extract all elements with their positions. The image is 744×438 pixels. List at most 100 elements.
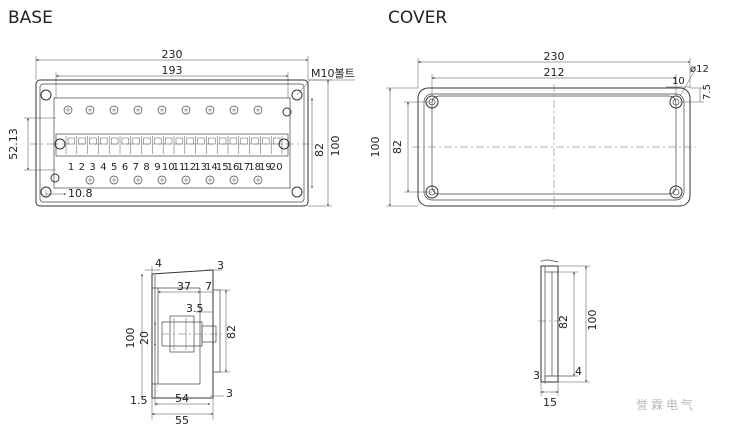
watermark: 誉霖电气: [636, 397, 696, 412]
base-boss-right: [282, 107, 292, 117]
screw-bottom: [253, 175, 263, 185]
terminal-number: 8: [143, 162, 149, 173]
terminal-number: 11: [173, 162, 186, 173]
terminal-number: 6: [122, 162, 128, 173]
terminal-cell: [164, 137, 173, 145]
screw-top: [181, 105, 191, 115]
cover-side-dim-100: 100: [586, 310, 599, 331]
screw-bottom: [157, 175, 167, 185]
base-side-dim-3-5: 3.5: [186, 302, 204, 315]
terminal-cell: [262, 137, 270, 145]
base-top-screw-row: [63, 105, 263, 115]
screw-top: [133, 105, 143, 115]
cover-side-body: [540, 265, 559, 383]
screw-bottom: [85, 175, 95, 185]
terminal-cell: [121, 137, 130, 145]
terminal-number: 4: [100, 162, 106, 173]
terminal-number: 18: [248, 162, 261, 173]
terminal-number: 14: [205, 162, 218, 173]
base-corner-holes: [40, 89, 303, 198]
terminal-cell: [67, 137, 76, 145]
terminal-cell: [197, 137, 205, 145]
base-offset-v-label: 52.13: [7, 128, 20, 160]
base-width-label: 230: [162, 48, 183, 61]
cover-side-view: 82 100 3 4 15: [533, 259, 599, 409]
screw-bottom: [205, 175, 215, 185]
terminal-number: 1: [68, 162, 74, 173]
base-cavity: [53, 97, 291, 189]
base-side-dim-37: 37: [177, 280, 191, 293]
terminal-cell: [208, 137, 216, 145]
bolt-label: M10볼트: [311, 67, 355, 80]
terminal-cell: [186, 137, 194, 145]
cover-height-82-label: 82: [391, 140, 404, 154]
cover-width-label: 230: [544, 50, 565, 63]
terminal-cell: [175, 137, 184, 145]
terminal-number: 20: [270, 162, 283, 173]
terminal-ribs: [65, 136, 283, 154]
base-outline: [35, 79, 309, 207]
screw-bottom: [229, 175, 239, 185]
base-boss-left: [50, 173, 60, 183]
base-side-terminal-profile: [161, 315, 222, 353]
cover-height-100-label: 100: [369, 137, 382, 158]
terminal-cell: [154, 137, 162, 145]
base-side-dim-82: 82: [225, 325, 238, 339]
screw-bottom: [109, 175, 119, 185]
terminal-cell: [218, 137, 227, 145]
terminal-strip: [55, 133, 289, 157]
cover-hole-dia-label: ø12: [690, 64, 709, 75]
terminal-number: 19: [259, 162, 272, 173]
base-side-dim-55: 55: [175, 414, 189, 427]
base-inner-width-label: 193: [162, 64, 183, 77]
base-side-dim-1-5: 1.5: [130, 394, 148, 407]
terminal-number: 2: [79, 162, 85, 173]
screw-bottom: [181, 175, 191, 185]
base-height-100-label: 100: [329, 136, 342, 157]
base-side-dim-100: 100: [124, 328, 137, 349]
terminal-cell: [110, 137, 119, 145]
screw-top: [253, 105, 263, 115]
cover-recess: [431, 95, 677, 195]
base-side-dim-4: 4: [155, 257, 162, 270]
screw-top: [85, 105, 95, 115]
base-offset-h-label: 10.8: [68, 187, 93, 200]
base-side-dim-54: 54: [175, 392, 189, 405]
cover-side-dim-82: 82: [557, 315, 570, 329]
terminal-cell: [229, 137, 238, 145]
base-inner-lip: [39, 83, 305, 203]
cover-side-dim-4: 4: [575, 365, 582, 378]
base-height-82-label: 82: [313, 143, 326, 157]
base-bottom-screw-row: [85, 175, 263, 185]
terminal-number: 15: [216, 162, 229, 173]
base-title: BASE: [8, 8, 53, 28]
cover-dim-10-label: 10: [672, 76, 685, 87]
terminal-number: 17: [237, 162, 250, 173]
cover-side-dim-15: 15: [543, 396, 557, 409]
base-side-dim-7: 7: [205, 280, 212, 293]
screw-top: [157, 105, 167, 115]
terminal-number: 5: [111, 162, 117, 173]
base-side-dim-3-bottom: 3: [226, 387, 233, 400]
cover-inner-width-label: 212: [544, 66, 565, 79]
terminal-number: 7: [133, 162, 139, 173]
screw-top: [63, 105, 73, 115]
screw-top: [109, 105, 119, 115]
terminal-number: 12: [183, 162, 196, 173]
terminal-cell: [89, 137, 97, 145]
cover-title: COVER: [388, 8, 447, 28]
cover-top-view: 230 212 ø12 10 7.5 82 100: [369, 50, 713, 210]
terminal-cell: [100, 137, 108, 145]
base-side-dim-20: 20: [138, 331, 151, 345]
terminal-number: 16: [227, 162, 240, 173]
terminal-cell: [251, 137, 259, 145]
base-side-dim-3-top: 3: [217, 259, 224, 272]
terminal-number: 10: [162, 162, 175, 173]
terminal-number: 3: [89, 162, 95, 173]
terminal-number: 9: [154, 162, 160, 173]
screw-top: [229, 105, 239, 115]
